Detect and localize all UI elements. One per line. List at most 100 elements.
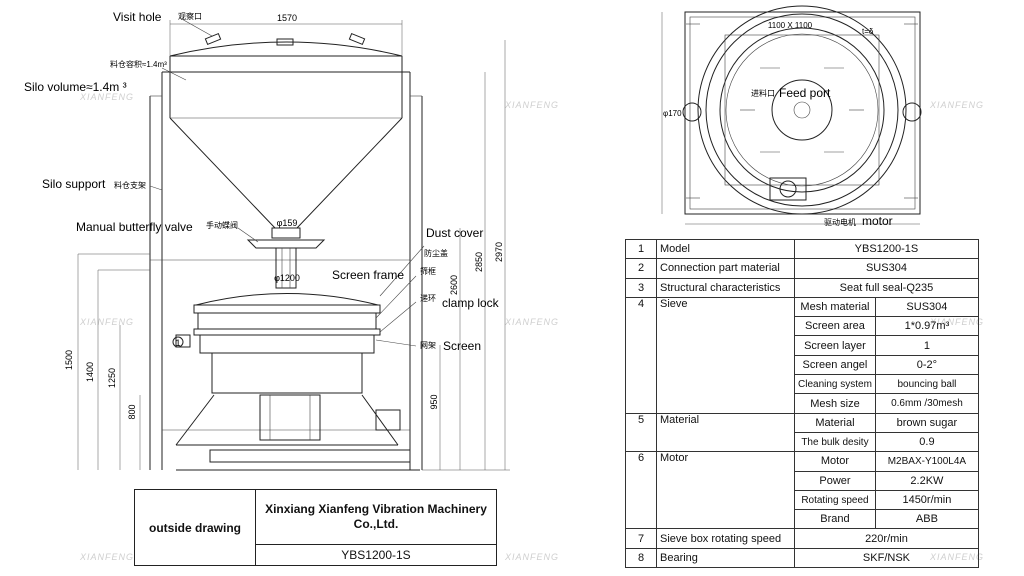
spec-sub-key: The bulk desity (794, 431, 876, 453)
watermark: XIANFENG (504, 100, 559, 110)
label-manual-butterfly-valve-cn: 手动蝶阀 (206, 220, 238, 230)
watermark: XIANFENG (79, 92, 134, 102)
spec-sub-key: Brand (794, 509, 876, 530)
dimension-label: φ170 (663, 109, 682, 118)
spec-sub-key: Screen angel (794, 354, 876, 376)
spec-row-item: Sieve box rotating speed (656, 528, 795, 549)
label-screen-frame-cn: 筛框 (420, 266, 436, 276)
label-silo-volume: Silo volume≈1.4m ³ (24, 80, 127, 94)
visit-hole-left (204, 32, 222, 46)
spec-row-value: Seat full seal-Q235 (794, 277, 979, 298)
label-manual-butterfly-valve: Manual butterfly valve (76, 220, 193, 234)
spec-row-number: 6 (625, 451, 657, 530)
drive-assembly (259, 394, 321, 441)
spec-sub-value: 0.6mm /30mesh (874, 393, 979, 414)
hopper-cone (169, 117, 403, 229)
spec-row-item: Bearing (656, 547, 795, 569)
dimension-label: 1100 X 1100 (768, 21, 813, 30)
title-block-label: outside drawing (134, 489, 256, 566)
label-motor: motor (862, 214, 893, 228)
spec-sub-value: 1450r/min (874, 489, 979, 511)
label-visit-hole: Visit hole (113, 10, 162, 24)
title-block-company: Xinxiang Xianfeng Vibration Machinery Co… (255, 489, 497, 545)
machine-base (209, 449, 411, 463)
spec-sub-value: 0-2° (874, 354, 979, 376)
spec-row-item: Structural characteristics (656, 277, 795, 298)
dimension-label: t=δ (862, 27, 874, 36)
label-clamp-lock-cn: 递环 (420, 293, 436, 303)
spec-sub-key: Material (794, 412, 876, 433)
spec-row-number: 8 (625, 547, 657, 569)
spec-sub-value: 1*0.97m³ (874, 316, 979, 337)
sieve-box (199, 334, 375, 354)
spec-sub-key: Mesh material (794, 296, 876, 318)
spec-sub-value: brown sugar (874, 412, 979, 433)
silo-circle (719, 27, 885, 193)
item-marker: 1 (175, 338, 180, 348)
dimension-label: φ1200 (274, 273, 300, 283)
watermark: XIANFENG (929, 100, 984, 110)
spec-row-item: Motor (656, 451, 795, 530)
screen-frame (197, 312, 377, 330)
spec-sub-value: 2.2KW (874, 470, 979, 491)
spec-row-item: Model (656, 238, 795, 260)
dimension-label: 2970 (494, 242, 504, 262)
spec-row-number: 1 (625, 238, 657, 260)
spec-sub-value: bouncing ball (874, 374, 979, 395)
spec-row-value: SKF/NSK (794, 547, 979, 569)
label-visit-hole-cn: 观察口 (178, 11, 202, 21)
spec-sub-key: Motor (794, 451, 876, 472)
outer-ring (697, 5, 907, 215)
spec-row-value: SUS304 (794, 258, 979, 279)
dimension-label: 1400 (85, 362, 95, 382)
spec-row-item: Material (656, 412, 795, 453)
spec-row-number: 5 (625, 412, 657, 453)
label-silo-support-cn: 料仓支架 (114, 180, 146, 190)
spec-row-number: 2 (625, 258, 657, 279)
spec-row-number: 7 (625, 528, 657, 549)
dimension-label: 2600 (449, 275, 459, 295)
label-dust-cover-cn: 防尘盖 (424, 248, 448, 258)
motor-top (769, 177, 807, 201)
label-silo-volume-cn: 料仓容积≈1.4m³ (110, 59, 167, 69)
label-feed-port-cn: 进料口 (751, 88, 775, 98)
label-motor-cn: 驱动电机 (824, 217, 856, 227)
silo-roof (169, 41, 403, 57)
watermark: XIANFENG (504, 317, 559, 327)
watermark: XIANFENG (504, 552, 559, 562)
top-view: 1100 X 1100 t=δ φ170 进料口 Feed port 驱动电机 … (661, 5, 922, 228)
spec-sub-key: Cleaning system (794, 374, 876, 395)
dimension-label: 950 (429, 394, 439, 409)
spec-sub-value: SUS304 (874, 296, 979, 318)
watermark: XIANFENG (79, 552, 134, 562)
feed-pipe (275, 247, 297, 289)
dimension-label: 1570 (277, 13, 297, 23)
spec-sub-key: Screen layer (794, 335, 876, 356)
spec-row-number: 3 (625, 277, 657, 298)
label-silo-support: Silo support (42, 177, 106, 191)
title-block: outside drawing Xinxiang Xianfeng Vibrat… (134, 489, 497, 566)
dimension-label: φ159 (277, 218, 298, 228)
label-clamp-lock: clamp lock (442, 296, 500, 310)
spec-sub-key: Mesh size (794, 393, 876, 414)
front-view: 1 1570 φ159 φ1200 1500 1400 1250 800 950 (24, 10, 510, 471)
spec-row-value: YBS1200-1S (794, 238, 979, 260)
spec-sub-value: 0.9 (874, 431, 979, 453)
dimension-label: 800 (127, 404, 137, 419)
label-screen-cn: 网架 (420, 341, 436, 350)
